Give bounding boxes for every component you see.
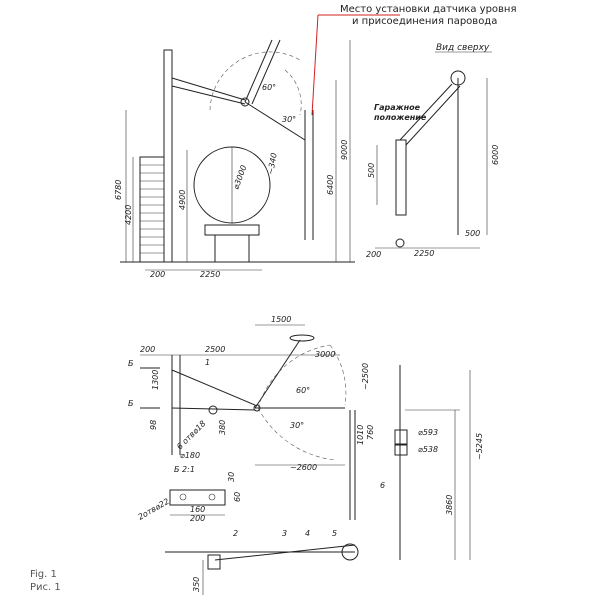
dim-760: 760 [366,425,375,440]
assembly-joint-1 [208,405,218,415]
assembly-view-bottom [140,324,471,595]
swing-arc-2 [284,69,302,116]
dim-350: 350 [192,577,201,592]
parking-label-1: Гаражное [374,103,421,112]
detail-b-title: Б 2:1 [174,465,195,474]
boom-raised [244,39,273,103]
plan-dim-200: 200 [366,250,381,259]
assembly-joint-2 [253,404,261,412]
dim-d180: ⌀180 [180,451,200,460]
dim-4200: 4200 [124,205,133,225]
bottom-plan-pivot [341,543,359,561]
side-view-top [120,14,400,271]
dim-3000: 3000 [315,350,335,359]
callout-5: 5 [332,529,337,538]
dim-30: 30 [227,472,236,482]
dim-2otv: 2отв⌀22 [137,497,171,522]
boom-raised-2 [251,39,281,105]
dim-380: 380 [218,420,227,435]
boom-upper [171,77,246,101]
dim-2250: 2250 [200,270,220,279]
plan-dim-500v: 500 [367,163,376,178]
dim-2500v: ~2500 [361,363,370,390]
assembly-boom-upper [171,369,256,406]
angle-60-top: 60° [262,83,276,92]
section-b-2: Б [128,399,134,408]
dim-d538: ⌀538 [418,445,438,454]
dim-3860: 3860 [445,495,454,515]
assembly-arc-1 [257,344,331,409]
plan-view-top [375,51,492,249]
plan-base [395,238,405,248]
dim-5245: ~5245 [475,433,484,460]
callout-4: 4 [305,529,310,538]
caption-en: Fig. 1 [30,569,57,580]
angle-60-bottom: 60° [296,386,310,395]
callout-6: 6 [380,481,385,490]
dim-200b: 200 [140,345,155,354]
callout-1: 1 [205,358,210,367]
pivot-joint [240,97,250,107]
dim-98: 98 [149,420,158,430]
support-column [163,49,173,263]
dim-d3000: ⌀3000 [231,164,248,191]
stairs [139,156,165,263]
assembly-arc-2 [329,344,347,406]
tank-base [214,234,250,263]
swing-arc [209,51,301,111]
flange-593 [394,429,408,445]
plan-dim-500h: 500 [465,229,480,238]
caption-ru: Рис. 1 [30,582,61,593]
stair-steps [140,164,164,254]
callout-2: 2 [233,529,238,538]
dim-6780: 6780 [114,180,123,200]
dim-2500: 2500 [205,345,225,354]
dim-6400: 6400 [326,175,335,195]
plan-dim-2250: 2250 [414,249,434,258]
dim-1010: 1010 [356,425,365,445]
flange-538 [394,444,408,456]
dim-60: 60 [233,492,242,502]
dim-1300: 1300 [151,370,160,390]
sensor-leader [311,14,319,116]
view-top-title: Вид сверху [436,43,490,53]
dim-1500: 1500 [271,315,291,324]
plan-dim-6000: 6000 [491,145,500,165]
raised-head [289,334,315,342]
plan-arm-2 [405,85,461,146]
plan-parked-arm [395,139,407,216]
parking-label-2: положение [374,113,427,122]
bottom-plan-arm [214,544,356,561]
dim-9000: 9000 [340,140,349,160]
section-b-1: Б [128,359,134,368]
callout-3: 3 [282,529,287,538]
plan-arm-1 [399,83,453,141]
dim-d593: ⌀593 [418,428,438,437]
bottom-plan-base [207,554,221,570]
sensor-note-line2: и присоединения паровода [352,16,497,27]
dim-200d: 200 [190,514,205,523]
boom-second [244,101,306,141]
tank-support [204,224,260,236]
angle-30-bottom: 30° [290,421,304,430]
detail-plate [169,489,226,506]
dim-200: 200 [150,270,165,279]
assembly-raised-arm [254,339,301,409]
dim-2600: ~2600 [290,463,317,472]
dim-340: ~340 [266,152,279,175]
assembly-arc-3 [257,407,336,461]
dim-4900: 4900 [178,190,187,210]
sensor-note-line1: Место установки датчика уровня [340,4,517,15]
assembly-boom-lower [171,407,256,411]
dim-160: 160 [190,505,205,514]
boom-lower [171,85,246,105]
angle-30-top: 30° [282,115,296,124]
